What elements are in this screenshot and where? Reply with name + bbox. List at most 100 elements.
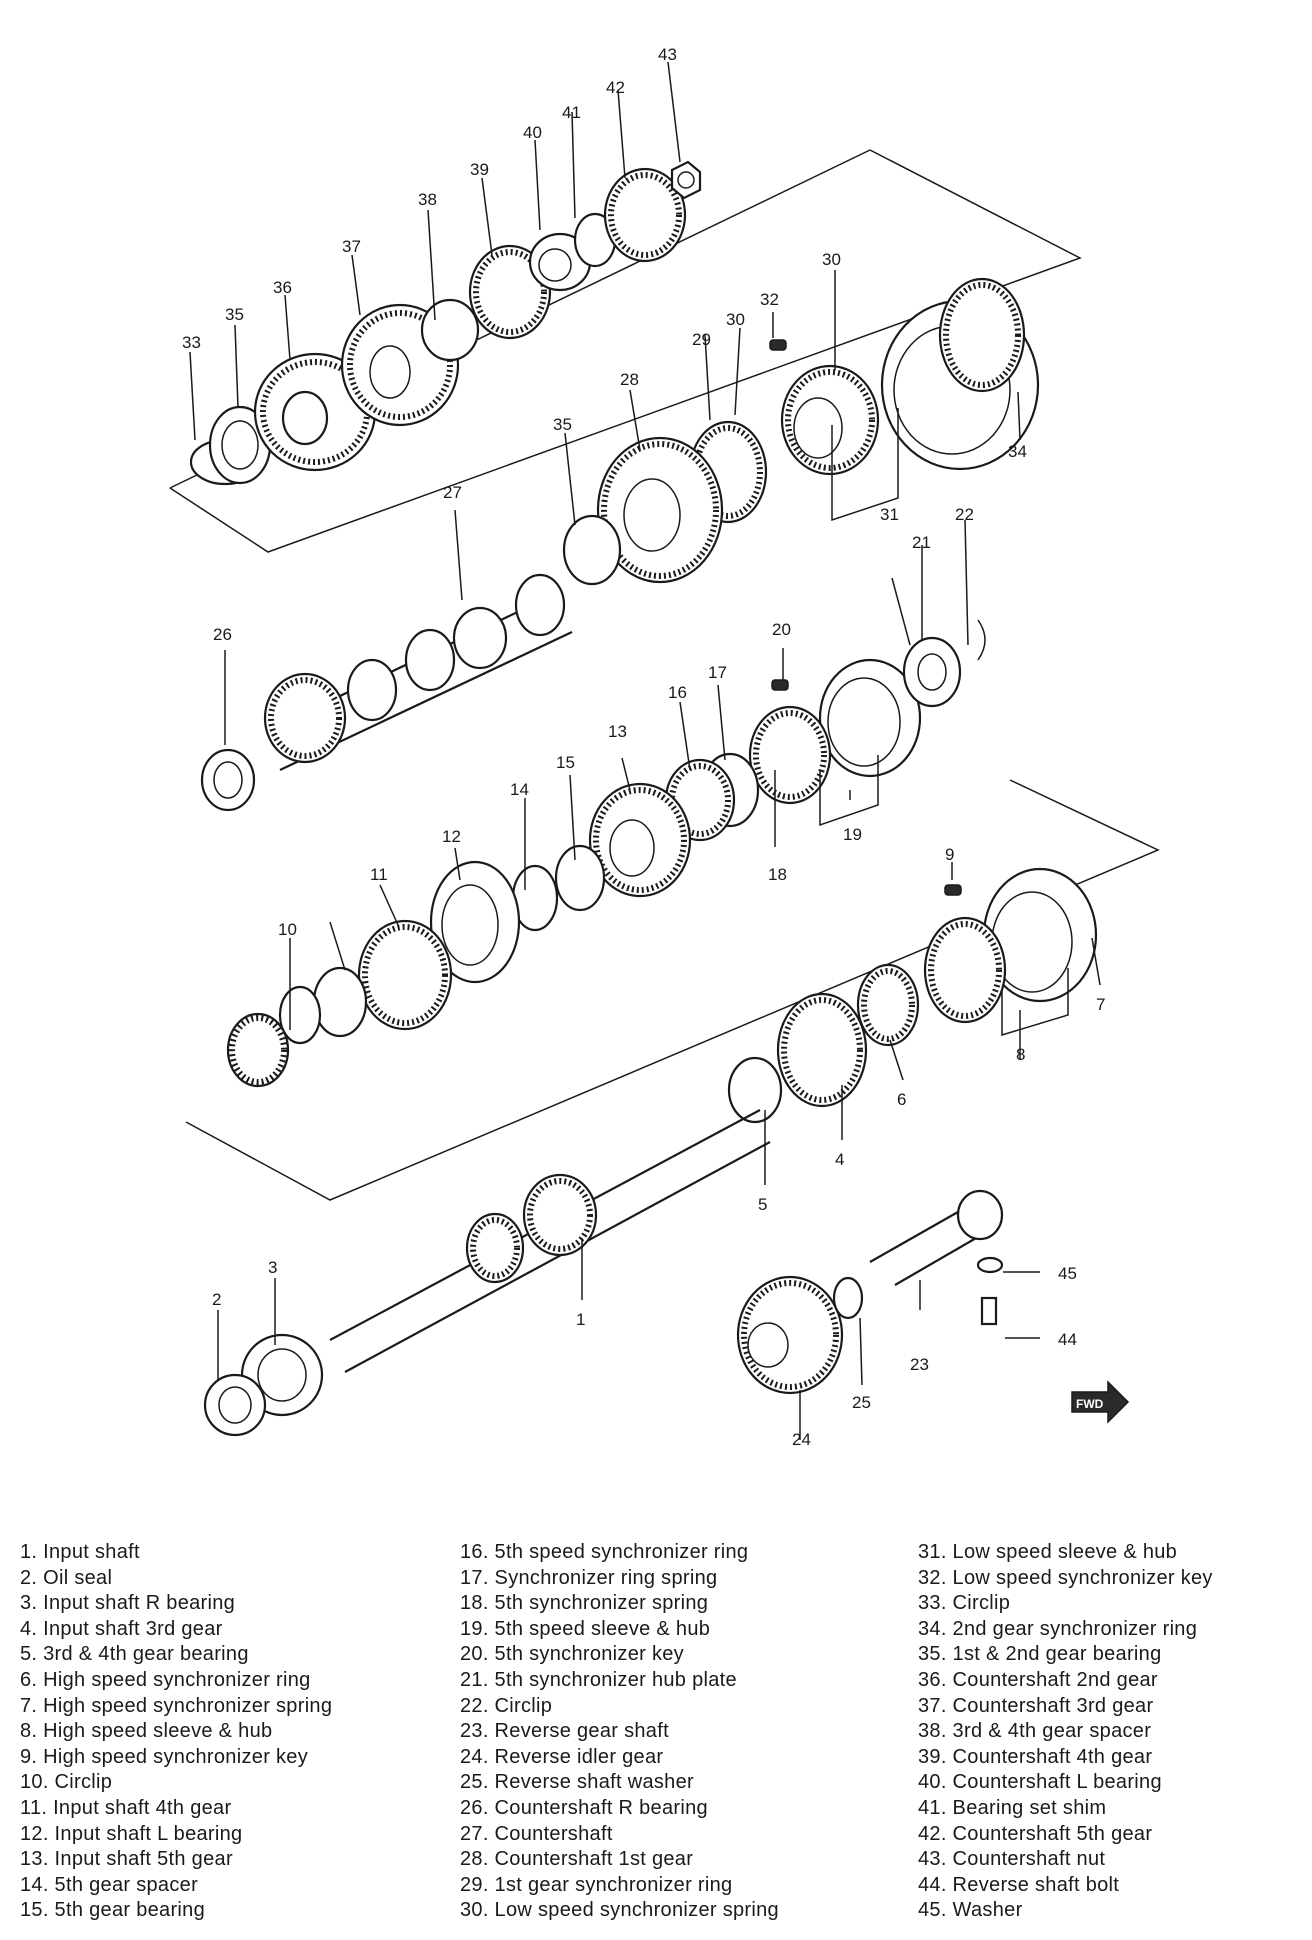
countershaft-group-bracket [169, 149, 1082, 553]
legend-item: 39. Countershaft 4th gear [918, 1745, 1153, 1768]
callout-14: 14 [510, 780, 529, 799]
callout-4: 4 [835, 1150, 844, 1169]
legend-item: 16. 5th speed synchronizer ring [460, 1541, 749, 1563]
legend-column-1: 1. Input shaft 2. Oil seal 3. Input shaf… [20, 1540, 332, 1924]
legend-item: 23. Reverse gear shaft [460, 1720, 669, 1743]
callout-45: 45 [1058, 1264, 1077, 1283]
fifth-speed-parts [429, 619, 986, 984]
fwd-label: FWD [1076, 1397, 1104, 1411]
legend-item: 22. Circlip [460, 1694, 553, 1717]
countershaft-parts [200, 277, 1040, 812]
legend-item: 12. Input shaft L bearing [20, 1822, 243, 1845]
callout-40: 40 [523, 123, 542, 142]
callout-36: 36 [273, 278, 292, 297]
legend-item: 3. Input shaft R bearing [20, 1592, 236, 1615]
input-shaft-gear-parts [226, 867, 1098, 1124]
callout-44: 44 [1058, 1330, 1077, 1349]
callout-21: 21 [912, 533, 931, 552]
callout-13: 13 [608, 722, 627, 741]
callout-1: 1 [576, 1310, 585, 1329]
legend-item: 41. Bearing set shim [918, 1796, 1107, 1819]
callout-29: 29 [692, 330, 711, 349]
legend-item: 2. Oil seal [20, 1566, 113, 1589]
callout-8: 8 [1016, 1045, 1025, 1064]
input-shaft-group-bracket [185, 779, 1160, 1201]
legend-item: 14. 5th gear spacer [20, 1873, 199, 1896]
callout-23: 23 [910, 1355, 929, 1374]
legend-item: 27. Countershaft [460, 1822, 613, 1845]
legend-item: 5. 3rd & 4th gear bearing [20, 1643, 249, 1666]
countershaft-upper-parts [189, 160, 702, 486]
callout-12: 12 [442, 827, 461, 846]
legend-item: 24. Reverse idler gear [460, 1745, 664, 1768]
legend-item: 42. Countershaft 5th gear [918, 1822, 1153, 1845]
callout-34: 34 [1008, 442, 1027, 461]
callout-38: 38 [418, 190, 437, 209]
callout-24: 24 [792, 1430, 811, 1449]
legend-item: 6. High speed synchronizer ring [20, 1668, 311, 1691]
callout-35: 35 [225, 305, 244, 324]
legend-item: 19. 5th speed sleeve & hub [460, 1617, 711, 1640]
fwd-arrow-icon: FWD [1071, 1380, 1130, 1424]
legend-item: 7. High speed synchronizer spring [20, 1694, 333, 1717]
callout-42: 42 [606, 78, 625, 97]
callout-35b: 35 [553, 415, 572, 434]
legend-item: 25. Reverse shaft washer [460, 1771, 694, 1794]
legend-item: 33. Circlip [918, 1592, 1011, 1615]
legend-item: 32. Low speed synchronizer key [918, 1566, 1213, 1589]
callout-19: 19 [843, 825, 862, 844]
callout-labels: 1 2 3 4 5 6 7 8 9 10 11 12 13 14 15 16 1… [182, 45, 1105, 1449]
legend-item: 31. Low speed sleeve & hub [918, 1541, 1178, 1563]
legend-item: 9. High speed synchronizer key [20, 1745, 309, 1768]
legend-item: 15. 5th gear bearing [20, 1899, 206, 1922]
callout-41: 41 [562, 103, 581, 122]
callout-16: 16 [668, 683, 687, 702]
legend-item: 35. 1st & 2nd gear bearing [918, 1643, 1162, 1666]
legend-item: 18. 5th synchronizer spring [460, 1592, 709, 1615]
callout-27: 27 [443, 483, 462, 502]
legend-item: 40. Countershaft L bearing [918, 1771, 1162, 1794]
legend-item: 29. 1st gear synchronizer ring [460, 1873, 733, 1896]
legend-column-2: 16. 5th speed synchronizer ring 17. Sync… [460, 1540, 779, 1924]
callout-33: 33 [182, 333, 201, 352]
callout-28: 28 [620, 370, 639, 389]
leader-lines [189, 61, 1101, 1440]
parts-legend: 1. Input shaft 2. Oil seal 3. Input shaf… [0, 1540, 1312, 1921]
callout-15: 15 [556, 753, 575, 772]
legend-item: 37. Countershaft 3rd gear [918, 1694, 1154, 1717]
callout-30b: 30 [822, 250, 841, 269]
legend-item: 11. Input shaft 4th gear [20, 1796, 232, 1819]
legend-item: 34. 2nd gear synchronizer ring [918, 1617, 1198, 1640]
callout-10: 10 [278, 920, 297, 939]
callout-20: 20 [772, 620, 791, 639]
callout-25: 25 [852, 1393, 871, 1412]
callout-30: 30 [726, 310, 745, 329]
legend-item: 45. Washer [918, 1899, 1023, 1922]
legend-item: 26. Countershaft R bearing [460, 1796, 708, 1819]
exploded-parts-diagram: FWD [169, 45, 1160, 1449]
legend-item: 13. Input shaft 5th gear [20, 1848, 233, 1871]
legend-item: 28. Countershaft 1st gear [460, 1848, 694, 1871]
legend-item: 17. Synchronizer ring spring [460, 1566, 718, 1589]
callout-18: 18 [768, 865, 787, 884]
callout-9: 9 [945, 845, 954, 864]
callout-22: 22 [955, 505, 974, 524]
legend-item: 4. Input shaft 3rd gear [20, 1617, 223, 1640]
callout-11: 11 [370, 865, 388, 884]
callout-26: 26 [213, 625, 232, 644]
reverse-parts [736, 1189, 1004, 1395]
callout-17: 17 [708, 663, 727, 682]
legend-item: 10. Circlip [20, 1771, 113, 1794]
callout-7: 7 [1096, 995, 1105, 1014]
legend-item: 30. Low speed synchronizer spring [460, 1899, 779, 1922]
legend-item: 38. 3rd & 4th gear spacer [918, 1720, 1152, 1743]
legend-item: 36. Countershaft 2nd gear [918, 1668, 1158, 1691]
legend-item: 44. Reverse shaft bolt [918, 1873, 1120, 1896]
callout-2: 2 [212, 1290, 221, 1309]
callout-3: 3 [268, 1258, 277, 1277]
callout-39: 39 [470, 160, 489, 179]
legend-column-3: 31. Low speed sleeve & hub 32. Low speed… [918, 1540, 1213, 1924]
callout-32: 32 [760, 290, 779, 309]
callout-5: 5 [758, 1195, 767, 1214]
callout-43: 43 [658, 45, 677, 64]
